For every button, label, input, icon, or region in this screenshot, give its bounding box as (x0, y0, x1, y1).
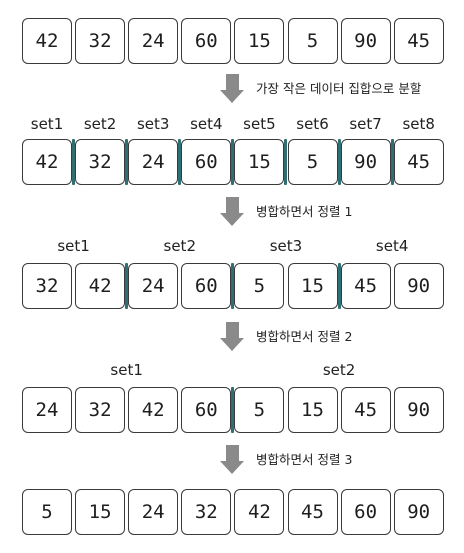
array-cell: 5 (287, 139, 338, 185)
array-cell: 90 (393, 489, 444, 535)
array-cell: 45 (340, 387, 391, 433)
array-cell: 90 (393, 387, 444, 433)
array-cell: 32 (181, 489, 232, 535)
array-cell: 60 (340, 489, 391, 535)
step-label: 가장 작은 데이터 집합으로 분할 (256, 81, 422, 96)
array-cell: 5 (234, 387, 285, 433)
array-cell: 60 (181, 139, 232, 185)
array-cell: 90 (393, 263, 444, 309)
array-cell: 45 (287, 489, 338, 535)
set-label: set4 (375, 237, 409, 255)
set-label: set1 (57, 237, 90, 255)
arrow-head (220, 461, 244, 474)
arrow-shaft (226, 322, 239, 339)
set-label: set2 (83, 115, 117, 133)
array-cell: 42 (234, 489, 285, 535)
array-cell: 15 (234, 18, 285, 64)
arrow-shaft (226, 74, 239, 91)
array-cell: 15 (287, 387, 338, 433)
array-cell: 32 (75, 18, 126, 64)
group-separator (390, 139, 394, 185)
group-separator (231, 139, 235, 185)
group-separator (284, 139, 288, 185)
array-cell: 24 (22, 387, 72, 433)
set-label: set1 (110, 361, 143, 379)
group-separator (337, 139, 341, 185)
array-cell: 45 (393, 18, 444, 64)
array-cell: 90 (340, 139, 391, 185)
array-cell: 45 (340, 263, 391, 309)
group-separator (231, 387, 235, 433)
set-label: set3 (269, 237, 303, 255)
array-cell: 60 (181, 18, 232, 64)
array-cell: 24 (128, 139, 179, 185)
array-cell: 32 (22, 263, 72, 309)
set-label: set7 (349, 115, 382, 133)
set-label: set2 (322, 361, 356, 379)
array-cell: 24 (128, 18, 179, 64)
arrow-shaft (226, 197, 239, 214)
group-separator (125, 139, 129, 185)
array-cell: 15 (287, 263, 338, 309)
arrow-head (220, 90, 244, 103)
group-separator (125, 263, 129, 309)
array-cell: 60 (181, 387, 232, 433)
array-cell: 5 (287, 18, 338, 64)
set-label: set2 (163, 237, 196, 255)
array-cell: 42 (22, 18, 72, 64)
set-label: set5 (243, 115, 276, 133)
array-cell: 5 (234, 263, 285, 309)
arrow-head (220, 338, 244, 351)
set-label: set8 (402, 115, 435, 133)
array-cell: 42 (22, 139, 72, 185)
group-separator (337, 263, 341, 309)
array-cell: 42 (128, 387, 179, 433)
array-cell: 45 (393, 139, 444, 185)
array-cell: 5 (22, 489, 72, 535)
step-label: 병합하면서 정렬 1 (256, 204, 353, 219)
array-cell: 15 (75, 489, 126, 535)
array-cell: 32 (75, 387, 126, 433)
arrow-shaft (226, 445, 239, 462)
arrow-head (220, 213, 244, 226)
array-cell: 15 (234, 139, 285, 185)
set-label: set1 (30, 115, 64, 133)
array-cell: 24 (128, 263, 179, 309)
group-separator (178, 139, 182, 185)
group-separator (72, 139, 76, 185)
array-cell: 90 (340, 18, 391, 64)
step-label: 병합하면서 정렬 3 (256, 452, 353, 467)
set-label: set4 (190, 115, 223, 133)
array-cell: 42 (75, 263, 126, 309)
set-label: set6 (296, 115, 329, 133)
group-separator (231, 263, 235, 309)
array-cell: 60 (181, 263, 232, 309)
array-cell: 32 (75, 139, 126, 185)
array-cell: 24 (128, 489, 179, 535)
set-label: set3 (136, 115, 170, 133)
step-label: 병합하면서 정렬 2 (256, 329, 353, 344)
